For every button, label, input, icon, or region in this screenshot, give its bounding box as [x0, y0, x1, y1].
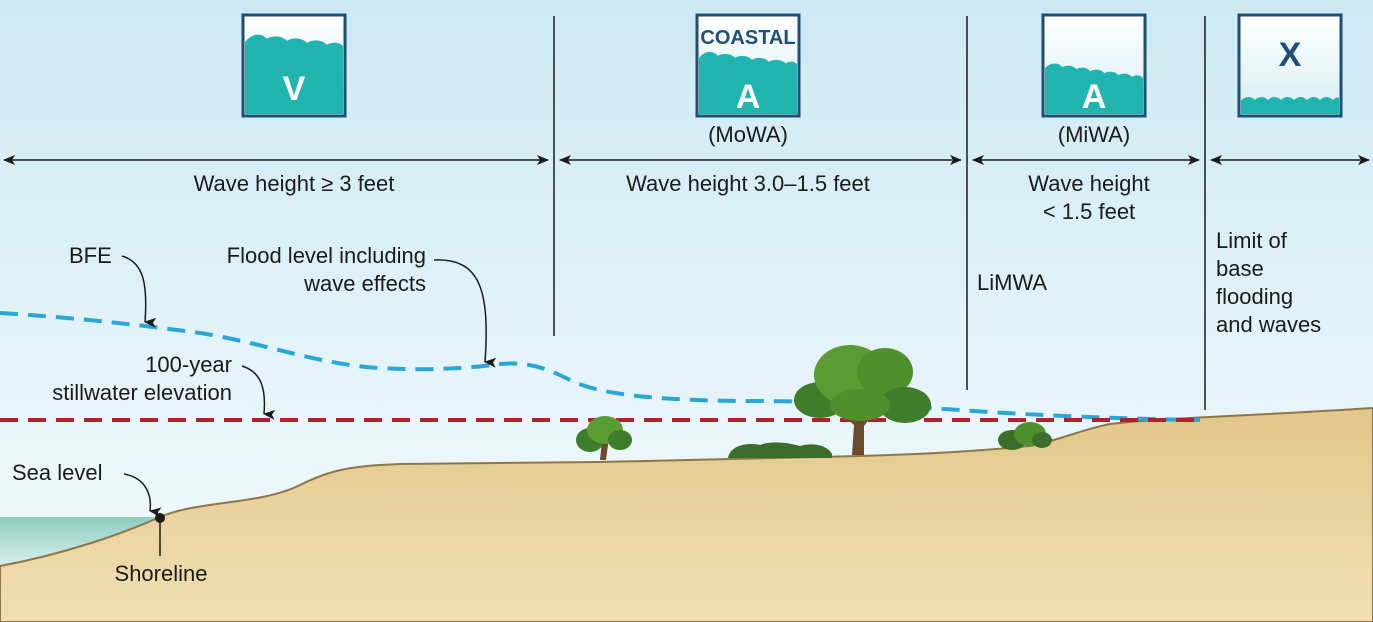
zone-icon-v-letter: V — [283, 70, 306, 108]
zone-icon-a: A — [1041, 13, 1147, 118]
wave-icon — [699, 51, 797, 114]
wave-icon — [1241, 97, 1339, 114]
shoreline-label: Shoreline — [115, 561, 208, 586]
wave-height-label-v: Wave height ≥ 3 feet — [194, 171, 395, 196]
stillwater-label-line1: 100-year — [145, 352, 232, 377]
shrub-right — [998, 422, 1052, 450]
wave-icon — [1045, 63, 1143, 114]
flood-level-label-line2: wave effects — [303, 271, 426, 296]
limwa-label: LiMWA — [977, 270, 1047, 295]
wave-height-label-mowa: Wave height 3.0–1.5 feet — [626, 171, 870, 196]
zone-icon-coastal-a: COASTAL A — [695, 13, 801, 118]
limit-label-line2: base — [1216, 256, 1264, 281]
flood-level-pointer-arrow — [433, 259, 497, 368]
zone-subtitle-mowa: (MoWA) — [708, 122, 788, 147]
bfe-label: BFE — [69, 243, 112, 268]
stillwater-pointer-arrow — [241, 365, 276, 420]
tree-small — [576, 416, 632, 460]
wave-icon — [245, 34, 343, 114]
sea-level-pointer-arrow — [123, 473, 162, 518]
stillwater-label-line2: stillwater elevation — [52, 380, 232, 405]
zone-icon-coastal-a-letter: A — [736, 78, 761, 116]
zone-icon-x: X — [1237, 13, 1343, 118]
wave-height-label-miwa-line1: Wave height — [1028, 171, 1149, 196]
tree-large — [794, 345, 931, 455]
zone-subtitle-miwa: (MiWA) — [1058, 122, 1131, 147]
zone-icon-a-letter: A — [1082, 78, 1107, 116]
limit-label-line4: and waves — [1216, 312, 1321, 337]
zone-icon-x-letter: X — [1279, 36, 1302, 74]
limit-label-line3: flooding — [1216, 284, 1293, 309]
zone-icon-v: V — [241, 13, 347, 118]
bfe-pointer-arrow — [121, 255, 157, 328]
wave-height-label-miwa-line2: < 1.5 feet — [1043, 199, 1135, 224]
sea-level-label: Sea level — [12, 460, 103, 485]
zone-icon-coastal-banner: COASTAL — [700, 27, 795, 49]
flood-level-label-line1: Flood level including — [227, 243, 426, 268]
shrub-low — [728, 442, 832, 458]
limit-label-line1: Limit of — [1216, 228, 1288, 253]
